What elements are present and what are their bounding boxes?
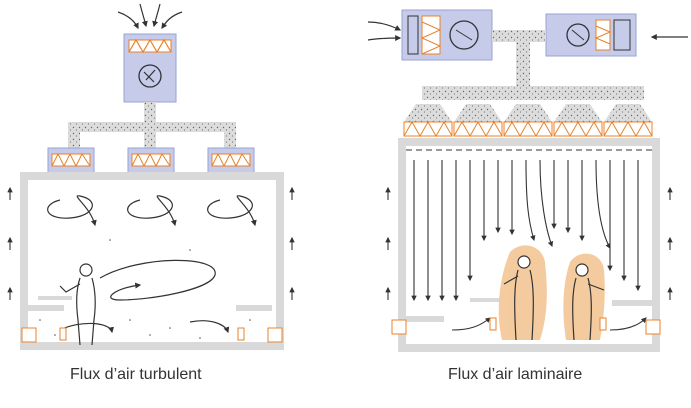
recirculation-unit	[545, 13, 637, 57]
return-arrows-left	[7, 186, 295, 300]
fan-icon	[566, 23, 590, 47]
laminar-diagram	[367, 9, 688, 352]
supply-ducts	[68, 102, 236, 150]
turbulent-diagram	[7, 3, 295, 350]
intake-arrows	[367, 21, 688, 42]
turbulent-swirls	[47, 195, 257, 334]
person-icon	[38, 263, 96, 346]
fan-icon	[449, 20, 479, 50]
air-handling-unit	[401, 9, 493, 61]
vent-icon	[391, 317, 661, 335]
fan-icon	[138, 64, 162, 88]
caption-laminar-flow: Flux d’air laminaire	[448, 366, 583, 383]
filter-icon	[128, 38, 172, 54]
contamination-halo	[498, 245, 605, 340]
return-arrows	[385, 186, 673, 300]
vent-icon	[21, 327, 283, 343]
intake-arrows	[117, 3, 183, 30]
room-walls	[398, 138, 660, 352]
laminar-flow-arrows	[411, 159, 647, 331]
caption-turbulent-flow: Flux d’air turbulent	[70, 366, 202, 383]
person-icon	[503, 255, 605, 341]
supply-ducts	[422, 30, 644, 100]
filter-hoods	[403, 104, 653, 138]
room-walls	[20, 172, 284, 350]
particles	[39, 239, 251, 339]
filter-icon	[403, 121, 653, 137]
fan-unit	[123, 33, 177, 103]
